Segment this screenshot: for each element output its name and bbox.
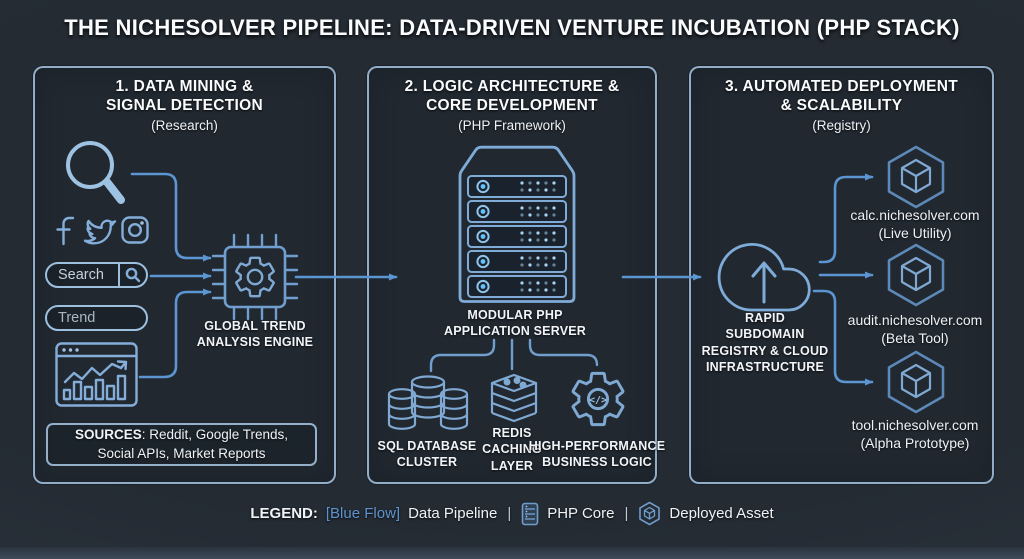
deployment-label: calc.nichesolver.com (Live Utility) bbox=[850, 207, 980, 242]
engine-label: GLOBAL TREND ANALYSIS ENGINE bbox=[196, 319, 314, 350]
panel1-subheading: (Research) bbox=[151, 117, 218, 133]
sql-label: SQL DATABASE CLUSTER bbox=[377, 439, 477, 470]
trend-chart-icon bbox=[55, 342, 138, 407]
panel3-heading: 3. AUTOMATED DEPLOYMENT & SCALABILITY bbox=[724, 78, 959, 114]
analysis-chip-icon bbox=[211, 233, 299, 321]
sources-box: SOURCES: Reddit, Google Trends, Social A… bbox=[46, 423, 317, 466]
bottom-strip bbox=[0, 547, 1024, 559]
panel2-heading: 2. LOGIC ARCHITECTURE & CORE DEVELOPMENT bbox=[404, 78, 620, 114]
deployed-asset-icon bbox=[639, 501, 661, 526]
database-cluster-icon bbox=[387, 375, 469, 430]
trend-input-value: Trend bbox=[58, 310, 96, 326]
redis-label: REDIS CACHING LAYER bbox=[482, 426, 542, 473]
legend-blue-flow: [Blue Flow] bbox=[325, 505, 401, 522]
redis-stack-icon bbox=[490, 373, 538, 423]
magnifier-icon bbox=[66, 141, 125, 204]
gear-code-icon: </> bbox=[571, 371, 625, 427]
legend-deployed-asset: Deployed Asset bbox=[669, 505, 774, 522]
search-input-value: Search bbox=[58, 267, 104, 283]
deployment-label: tool.nichesolver.com (Alpha Prototype) bbox=[851, 417, 979, 452]
search-icon bbox=[120, 267, 146, 283]
facebook-icon bbox=[56, 216, 75, 246]
search-input[interactable]: Search bbox=[45, 262, 148, 288]
twitter-icon bbox=[83, 219, 117, 245]
hexagon-cube-icon bbox=[887, 243, 945, 307]
cloud-label: RAPID SUBDOMAIN REGISTRY & CLOUD INFRAST… bbox=[701, 311, 829, 374]
panel2-subheading: (PHP Framework) bbox=[458, 117, 566, 133]
panel3-subheading: (Registry) bbox=[812, 117, 871, 133]
page-title: THE NICHESOLVER PIPELINE: DATA-DRIVEN VE… bbox=[64, 15, 960, 40]
logic-label: HIGH-PERFORMANCE BUSINESS LOGIC bbox=[528, 439, 666, 470]
legend-php-core: PHP Core bbox=[547, 505, 615, 522]
legend-data-pipeline: Data Pipeline bbox=[408, 505, 498, 522]
server-label: MODULAR PHP APPLICATION SERVER bbox=[443, 308, 587, 339]
panel1-heading: 1. DATA MINING & SIGNAL DETECTION bbox=[106, 78, 263, 114]
instagram-icon bbox=[121, 216, 149, 244]
hexagon-cube-icon bbox=[887, 145, 945, 209]
server-tower-icon bbox=[458, 145, 576, 303]
hexagon-cube-icon bbox=[887, 350, 945, 414]
php-core-icon bbox=[521, 502, 539, 525]
legend: LEGEND: [Blue Flow] Data Pipeline | PHP … bbox=[0, 501, 1024, 526]
legend-label: LEGEND: bbox=[250, 505, 318, 522]
cloud-upload-icon bbox=[717, 243, 811, 312]
deployment-label: audit.nichesolver.com (Beta Tool) bbox=[847, 312, 983, 347]
trend-input[interactable]: Trend bbox=[45, 305, 148, 331]
code-glyph: </> bbox=[589, 395, 607, 406]
